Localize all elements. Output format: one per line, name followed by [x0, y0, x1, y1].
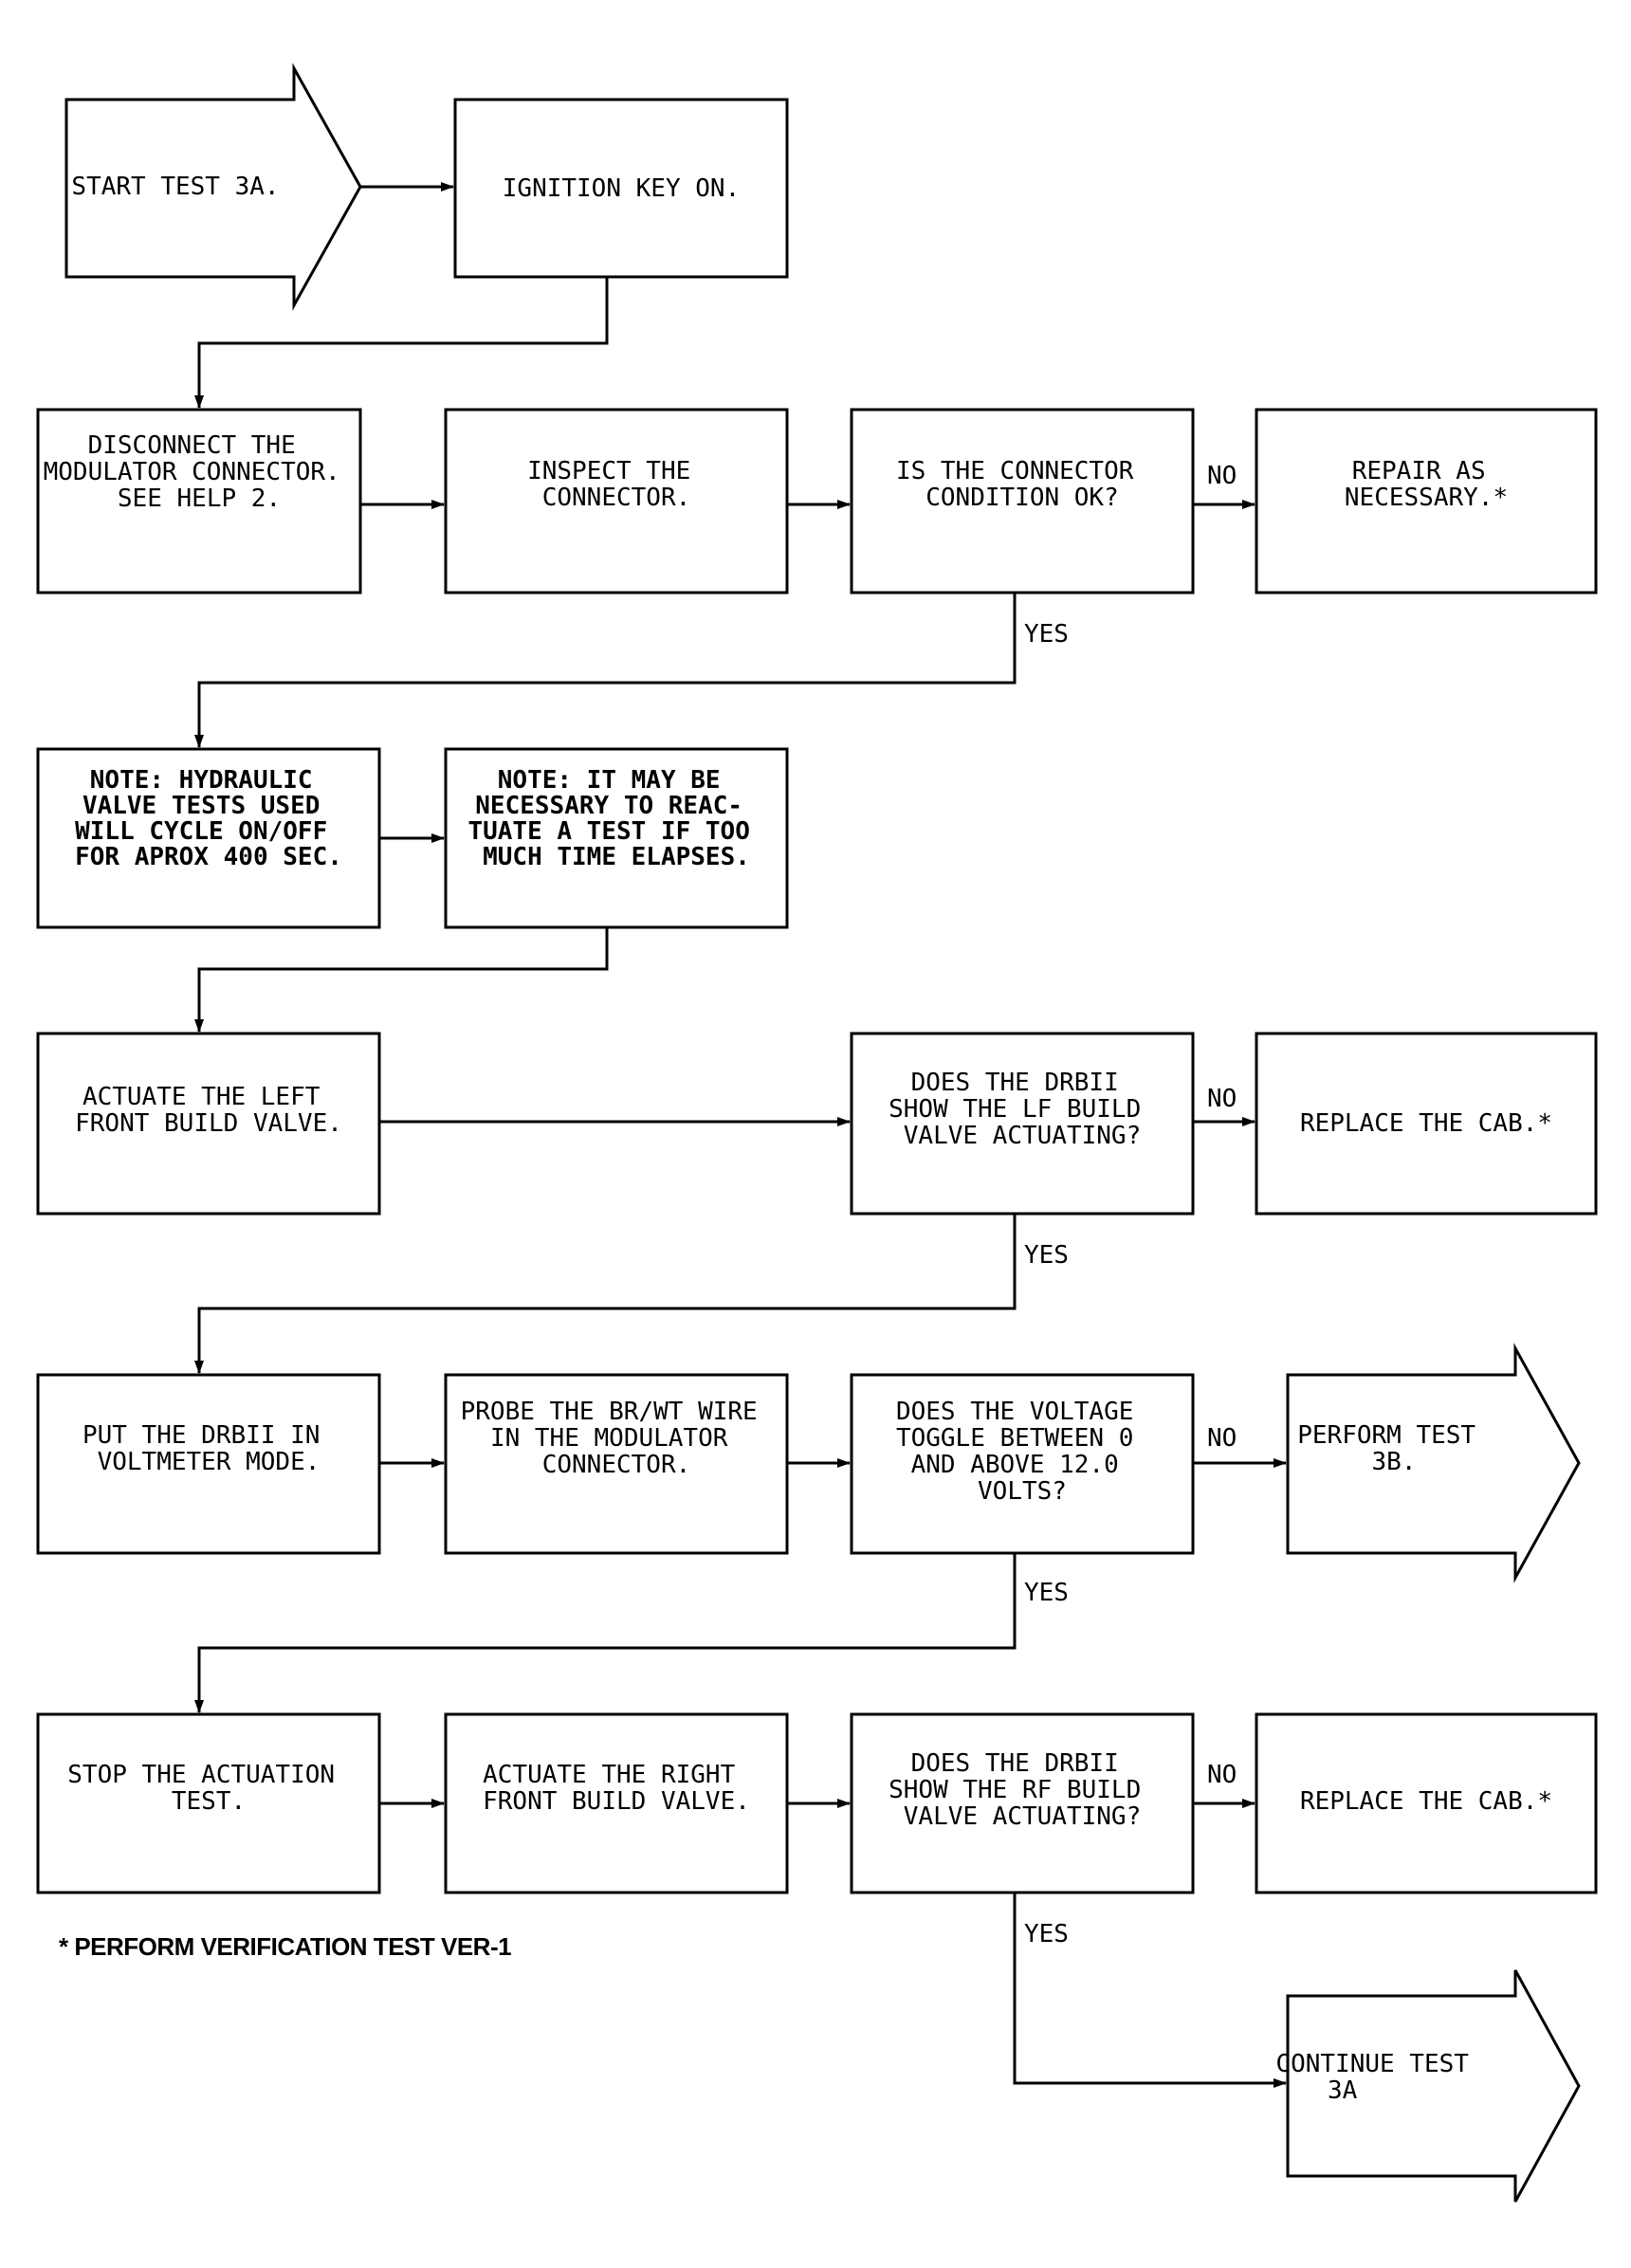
- node-stop-text: STOP THE ACTUATION TEST.: [67, 1761, 349, 1816]
- node-note2-text: NOTE: IT MAY BE NECESSARY TO REAC- TUATE…: [467, 766, 764, 871]
- node-replace-cab-1: [1255, 1032, 1598, 1216]
- label-yes-4: YES: [1024, 1920, 1069, 1948]
- node-probe: [444, 1373, 789, 1555]
- node-stop: [36, 1712, 381, 1894]
- node-disconnect: [36, 408, 362, 594]
- node-note2: [444, 747, 789, 929]
- label-no-4: NO: [1207, 1761, 1237, 1789]
- edge-q-voltage-stop: [194, 1553, 1017, 1713]
- edge-note2-actuate-lf: [194, 927, 609, 1033]
- start-arrow-shape: [64, 63, 362, 311]
- node-note1-text: NOTE: HYDRAULIC VALVE TESTS USED WILL CY…: [75, 766, 342, 871]
- node-voltmeter: [36, 1373, 381, 1555]
- edge-question-note1: [194, 593, 1017, 748]
- node-perform-3b-text: PERFORM TEST 3B.: [1297, 1421, 1491, 1476]
- node-actuate-lf: [36, 1032, 381, 1216]
- node-q-voltage: [850, 1373, 1195, 1555]
- edge-q-lf-voltmeter: [194, 1214, 1017, 1374]
- label-yes-3: YES: [1024, 1579, 1069, 1607]
- node-q-connector-text: IS THE CONNECTOR CONDITION OK?: [896, 457, 1148, 512]
- node-actuate-rf: [444, 1712, 789, 1894]
- node-actuate-rf-text: ACTUATE THE RIGHT FRONT BUILD VALVE.: [483, 1761, 750, 1816]
- footnote: * PERFORM VERIFICATION TEST VER-1: [59, 1932, 511, 1961]
- node-q-connector: [850, 408, 1195, 594]
- node-replace-cab-1-text: REPLACE THE CAB.*: [1300, 1109, 1552, 1138]
- node-q-lf: [850, 1032, 1195, 1216]
- label-no-1: NO: [1207, 462, 1237, 490]
- node-ignition-text: IGNITION KEY ON.: [503, 174, 740, 203]
- node-q-lf-text: DOES THE DRBII SHOW THE LF BUILD VALVE A…: [889, 1069, 1156, 1150]
- node-repair: [1255, 408, 1598, 594]
- node-inspect: [444, 408, 789, 594]
- node-start-text: START TEST 3A.: [71, 173, 279, 201]
- node-replace-cab-2: [1255, 1712, 1598, 1894]
- label-yes-1: YES: [1024, 620, 1069, 649]
- label-no-2: NO: [1207, 1085, 1237, 1113]
- node-replace-cab-2-text: REPLACE THE CAB.*: [1300, 1787, 1552, 1816]
- node-probe-text: PROBE THE BR/WT WIRE IN THE MODULATOR CO…: [461, 1398, 773, 1479]
- node-ignition: [453, 98, 789, 279]
- edge-ignition-disconnect: [194, 277, 609, 409]
- node-q-rf-text: DOES THE DRBII SHOW THE RF BUILD VALVE A…: [889, 1749, 1156, 1831]
- label-yes-2: YES: [1024, 1241, 1069, 1270]
- node-inspect-text: INSPECT THE CONNECTOR.: [527, 457, 706, 512]
- node-actuate-lf-text: ACTUATE THE LEFT FRONT BUILD VALVE.: [75, 1083, 342, 1138]
- continue-3a-arrow-shape: [1286, 1969, 1581, 2203]
- node-repair-text: REPAIR AS NECESSARY.*: [1345, 457, 1508, 512]
- label-no-3: NO: [1207, 1424, 1237, 1453]
- node-disconnect-text: DISCONNECT THE MODULATOR CONNECTOR. SEE …: [44, 431, 356, 513]
- edge-q-rf-continue: [1013, 1893, 1287, 2088]
- node-q-voltage-text: DOES THE VOLTAGE TOGGLE BETWEEN 0 AND AB…: [896, 1398, 1148, 1506]
- node-voltmeter-text: PUT THE DRBII IN VOLTMETER MODE.: [82, 1421, 335, 1476]
- perform-3b-arrow-shape: [1286, 1343, 1581, 1583]
- node-continue-3a-text: CONTINUE TEST 3A: [1275, 2050, 1483, 2105]
